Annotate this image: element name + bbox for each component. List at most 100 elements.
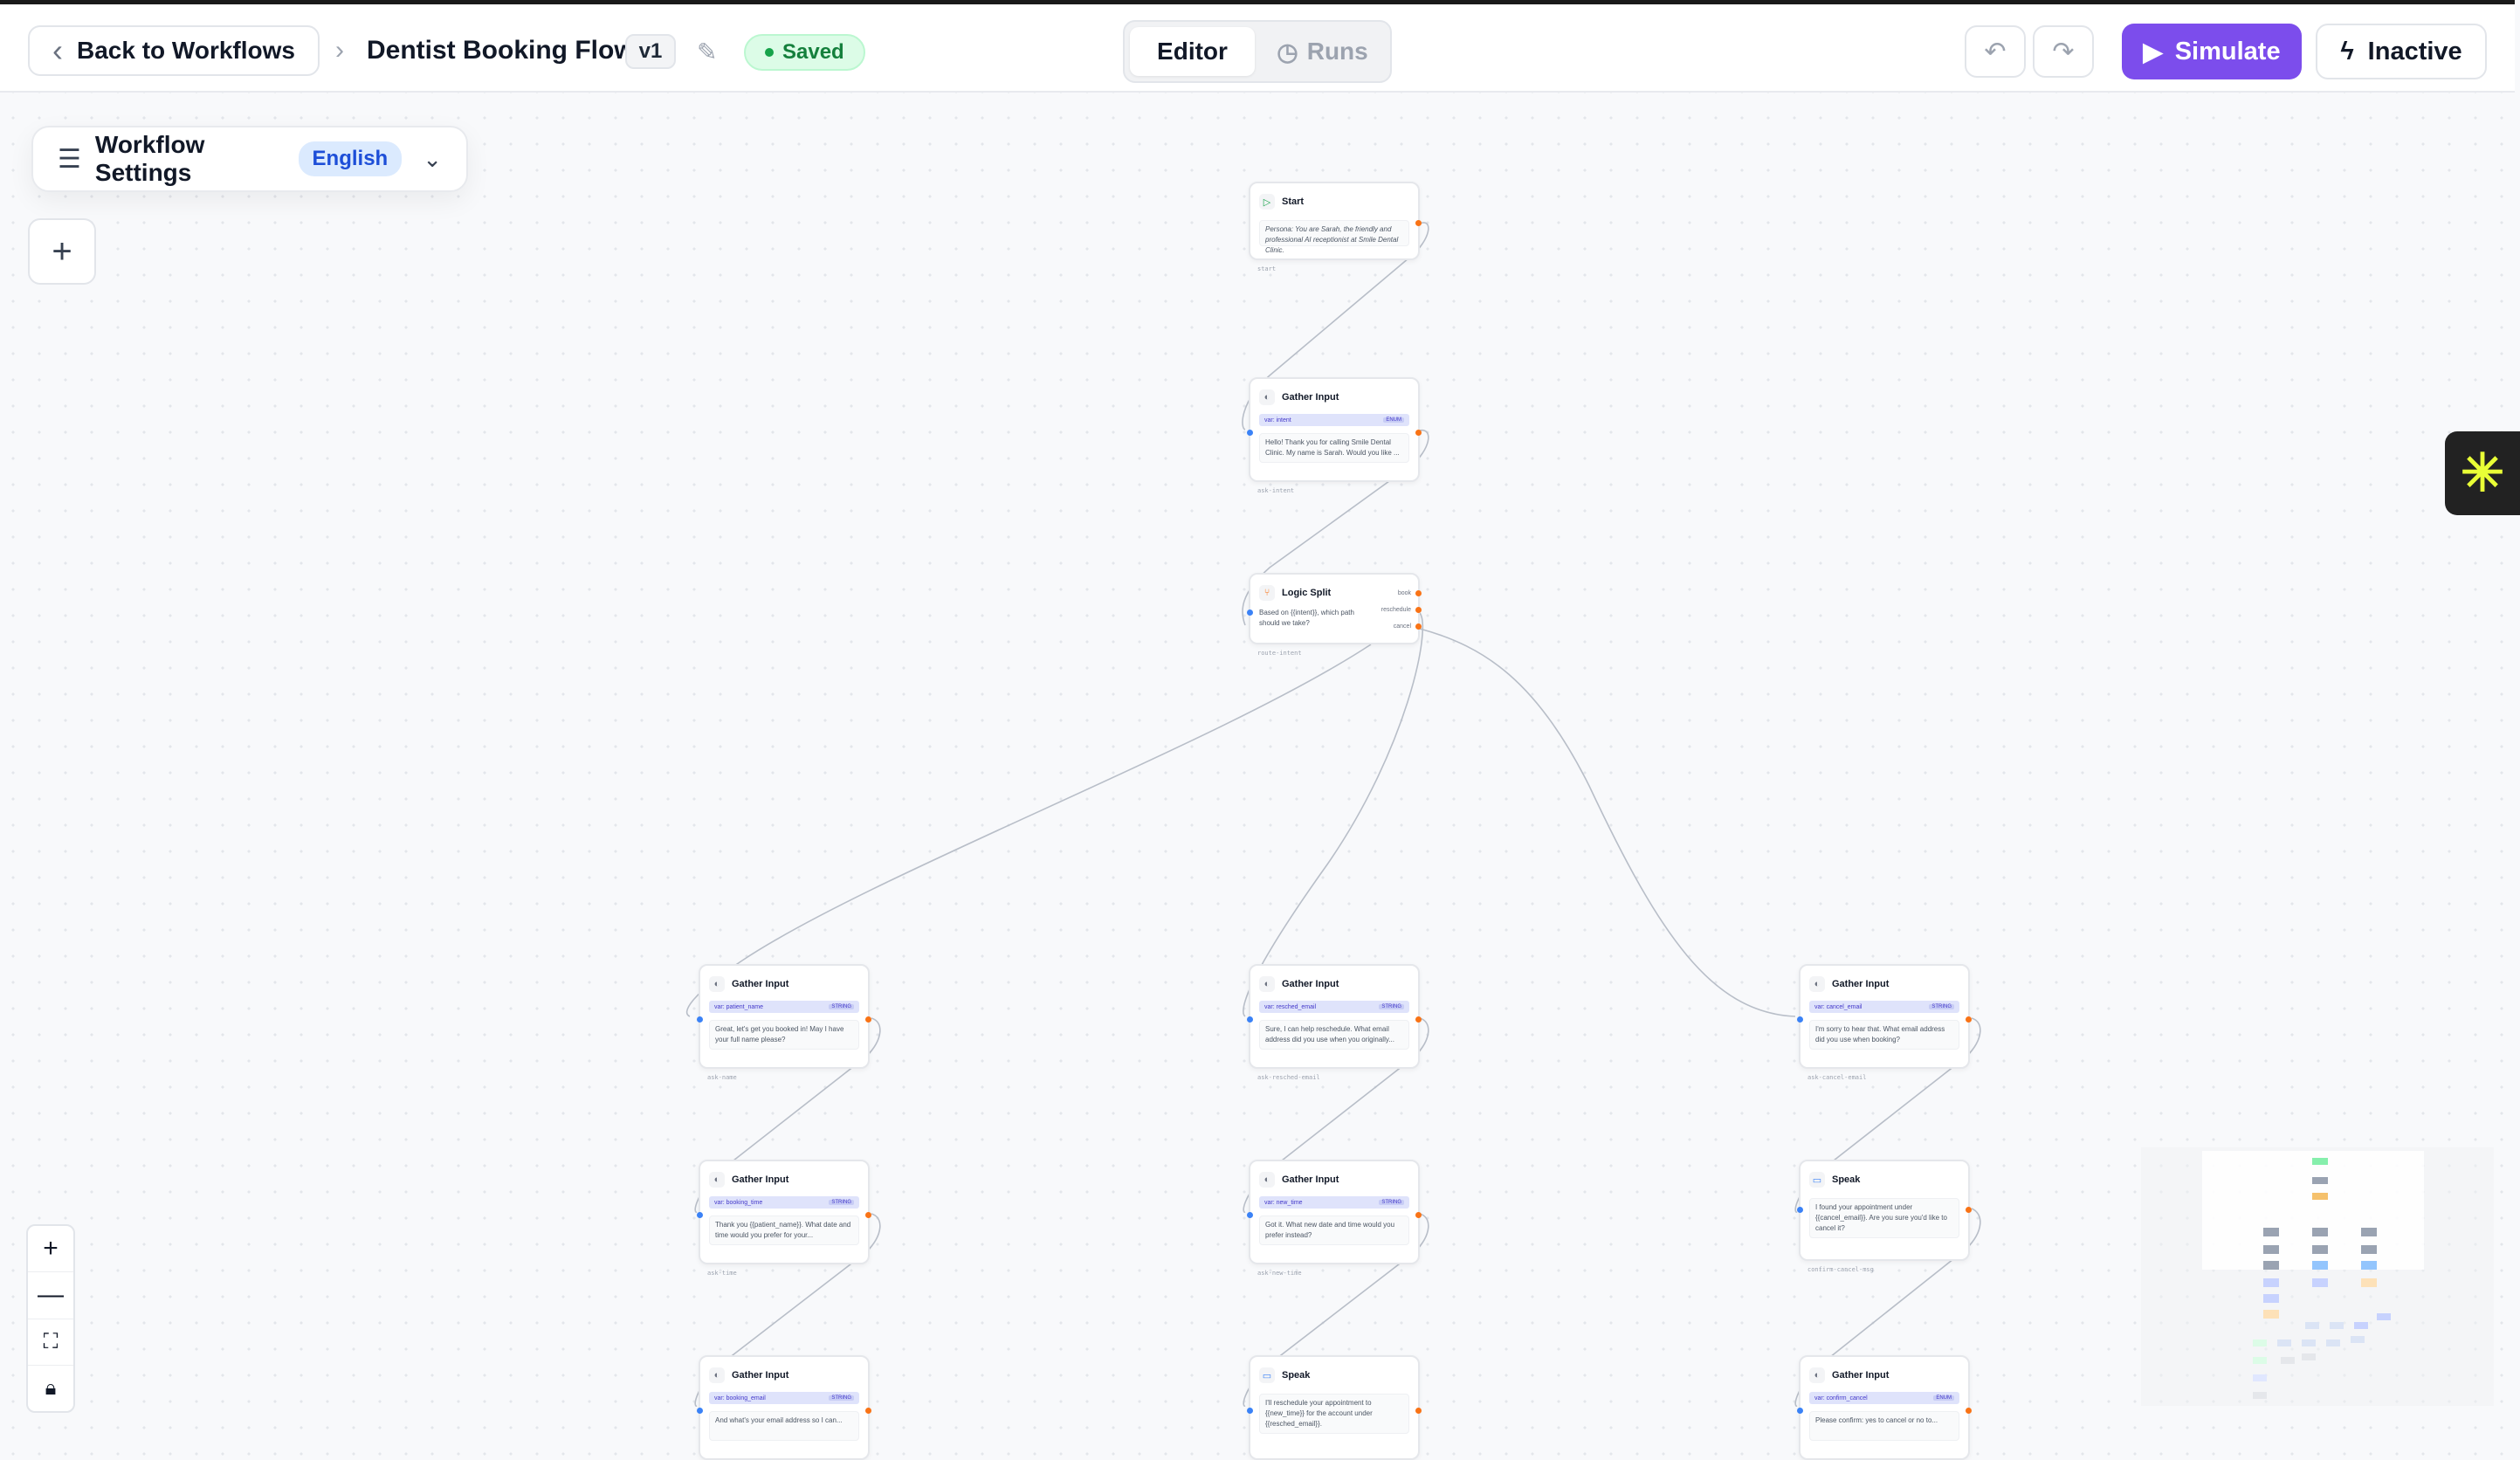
version-badge: v1 bbox=[625, 34, 676, 69]
input-handle[interactable] bbox=[1247, 1408, 1253, 1414]
node-text: Got it. What new date and time would you… bbox=[1259, 1216, 1409, 1245]
node-id: ask-cancel-email bbox=[1807, 1074, 1867, 1081]
split-output-reschedule[interactable]: reschedule bbox=[1380, 607, 1411, 613]
inactive-label: Inactive bbox=[2367, 37, 2462, 65]
bolt-icon: ϟ bbox=[2340, 37, 2354, 65]
input-handle[interactable] bbox=[1247, 1212, 1253, 1218]
variable-name: var: cancel_email bbox=[1814, 1003, 1862, 1010]
node-text: Sure, I can help reschedule. What email … bbox=[1259, 1020, 1409, 1050]
chat-icon: ▭ bbox=[1259, 1367, 1275, 1383]
chevron-down-icon[interactable]: ⌄ bbox=[423, 145, 442, 172]
variable-bar: var: patient_name STRING bbox=[709, 1001, 859, 1013]
output-handle[interactable] bbox=[1415, 220, 1422, 226]
fit-view-icon: ⛶ bbox=[43, 1329, 59, 1353]
minimap-node bbox=[2377, 1313, 2391, 1320]
node-confirm-cancel-msg[interactable]: ▭Speak I found your appointment under {{… bbox=[1797, 1160, 1972, 1273]
tab-runs[interactable]: ◷Runs bbox=[1260, 27, 1385, 76]
minimap-node bbox=[2361, 1261, 2377, 1270]
output-handle[interactable] bbox=[1415, 1212, 1422, 1218]
redo-button[interactable]: ↷ bbox=[2033, 25, 2094, 78]
variable-type: STRING bbox=[829, 1004, 854, 1009]
node-route-intent[interactable]: ⑂Logic Split Based on {{intent}}, which … bbox=[1247, 573, 1422, 657]
output-handle[interactable] bbox=[1966, 1016, 1972, 1023]
input-handle[interactable] bbox=[1797, 1016, 1803, 1023]
input-handle[interactable] bbox=[1247, 1016, 1253, 1023]
output-handle[interactable] bbox=[865, 1016, 871, 1023]
split-output-cancel[interactable]: cancel bbox=[1393, 623, 1411, 630]
input-handle[interactable] bbox=[697, 1212, 703, 1218]
minimap-node bbox=[2253, 1339, 2267, 1346]
node-text: I'll reschedule your appointment to {{ne… bbox=[1259, 1394, 1409, 1434]
pencil-icon[interactable]: ✎ bbox=[697, 38, 718, 65]
output-handle-book[interactable] bbox=[1415, 590, 1422, 596]
activation-toggle-button[interactable]: ϟ Inactive bbox=[2316, 24, 2487, 79]
minimap-node bbox=[2312, 1228, 2328, 1236]
node-resched-speak[interactable]: ▭Speak I'll reschedule your appointment … bbox=[1247, 1355, 1422, 1460]
minimap-node bbox=[2281, 1357, 2295, 1364]
output-handle[interactable] bbox=[1415, 1408, 1422, 1414]
output-handle[interactable] bbox=[1415, 1016, 1422, 1023]
add-node-button[interactable]: + bbox=[28, 218, 96, 285]
split-output-book[interactable]: book bbox=[1397, 590, 1411, 596]
simulate-button[interactable]: ▶ Simulate bbox=[2122, 24, 2302, 79]
minimap-node bbox=[2361, 1245, 2377, 1254]
output-handle[interactable] bbox=[1966, 1207, 1972, 1213]
output-handle[interactable] bbox=[1966, 1408, 1972, 1414]
input-handle[interactable] bbox=[1797, 1408, 1803, 1414]
minimap-node bbox=[2351, 1336, 2365, 1343]
output-handle[interactable] bbox=[865, 1408, 871, 1414]
minimap-node bbox=[2330, 1322, 2344, 1329]
output-handle-cancel[interactable] bbox=[1415, 623, 1422, 630]
variable-name: var: patient_name bbox=[714, 1003, 764, 1010]
assistant-extension-tab[interactable]: ✳ bbox=[2445, 431, 2520, 515]
tab-editor[interactable]: Editor bbox=[1130, 27, 1255, 76]
workflow-settings-panel[interactable]: ☰ Workflow Settings English ⌄ bbox=[31, 126, 468, 192]
minimap-node bbox=[2312, 1245, 2328, 1254]
status-dot bbox=[765, 48, 774, 57]
fit-view-button[interactable]: ⛶ bbox=[28, 1319, 73, 1366]
workflow-title[interactable]: Dentist Booking Flow bbox=[367, 36, 635, 65]
zoom-in-button[interactable]: + bbox=[28, 1226, 73, 1273]
node-start[interactable]: ▷Start Persona: You are Sarah, the frien… bbox=[1249, 182, 1422, 272]
minimap-node bbox=[2312, 1193, 2328, 1200]
saved-label: Saved bbox=[782, 40, 844, 64]
node-text: I found your appointment under {{cancel_… bbox=[1809, 1198, 1959, 1238]
node-text: Persona: You are Sarah, the friendly and… bbox=[1259, 220, 1409, 254]
zoom-out-button[interactable]: — bbox=[28, 1272, 73, 1319]
node-text: I'm sorry to hear that. What email addre… bbox=[1809, 1020, 1959, 1050]
variable-type: STRING bbox=[1379, 1004, 1404, 1009]
chat-icon: ▭ bbox=[1809, 1172, 1825, 1188]
input-handle[interactable] bbox=[697, 1408, 703, 1414]
input-handle[interactable] bbox=[1247, 430, 1253, 436]
input-handle[interactable] bbox=[1247, 609, 1253, 616]
node-title: Gather Input bbox=[1832, 979, 1890, 989]
minimap-node bbox=[2305, 1322, 2319, 1329]
output-handle[interactable] bbox=[1415, 430, 1422, 436]
minus-icon: — bbox=[38, 1280, 64, 1310]
input-handle[interactable] bbox=[1797, 1207, 1803, 1213]
back-to-workflows-button[interactable]: ‹ Back to Workflows bbox=[28, 25, 320, 76]
minimap-node bbox=[2263, 1310, 2279, 1319]
undo-button[interactable]: ↶ bbox=[1965, 25, 2026, 78]
output-handle-reschedule[interactable] bbox=[1415, 607, 1422, 613]
back-label: Back to Workflows bbox=[77, 37, 295, 64]
variable-name: var: new_time bbox=[1264, 1199, 1303, 1206]
minimap-node bbox=[2263, 1278, 2279, 1287]
output-handle[interactable] bbox=[865, 1212, 871, 1218]
minimap-node bbox=[2263, 1294, 2279, 1303]
lock-button[interactable]: 🔒︎ bbox=[28, 1366, 73, 1411]
redo-icon: ↷ bbox=[2052, 37, 2075, 66]
input-handle[interactable] bbox=[697, 1016, 703, 1023]
edge-route-book bbox=[685, 644, 1372, 1017]
